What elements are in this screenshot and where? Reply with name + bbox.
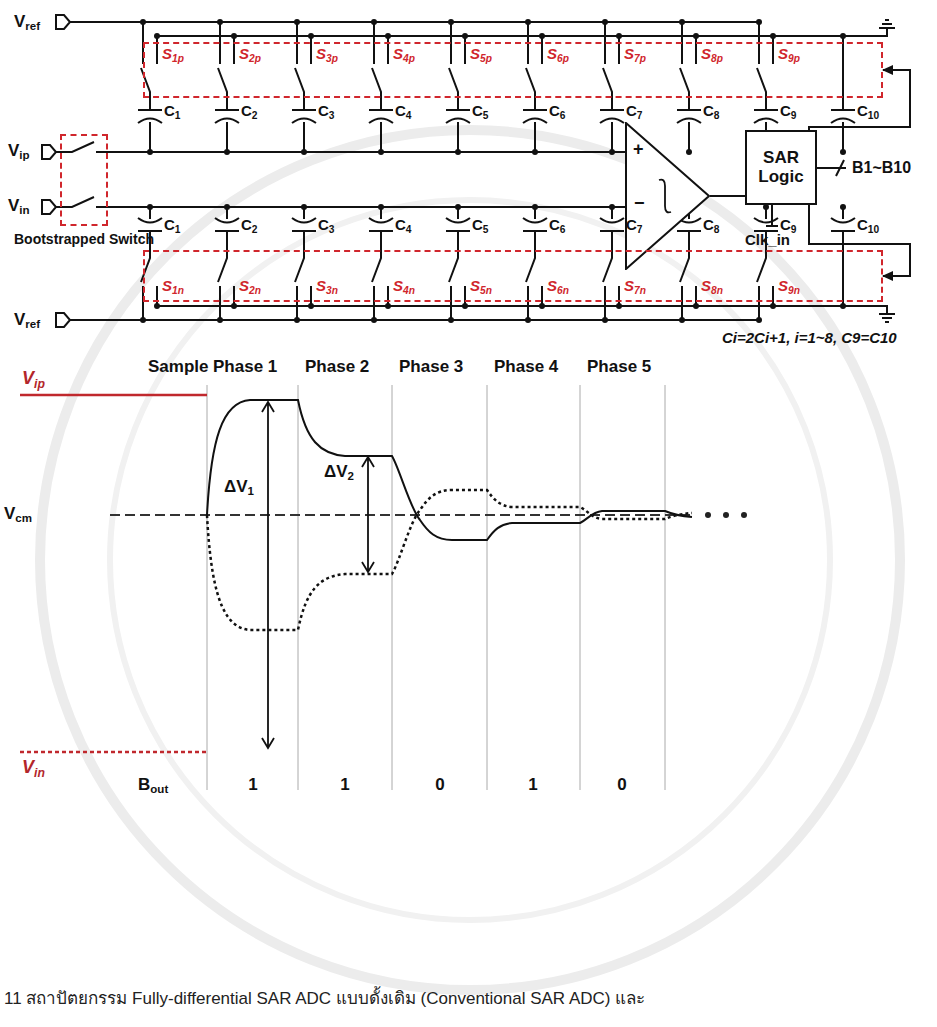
signal-wire xyxy=(108,151,625,153)
switch-label: S4n xyxy=(393,278,415,296)
signal-name: Vcm xyxy=(4,505,32,525)
phase-dividers xyxy=(207,385,665,790)
switch-label: S6p xyxy=(547,46,569,64)
bit-value: 0 xyxy=(435,776,444,795)
clock-input-label: Clk_in xyxy=(745,232,790,249)
voltage-difference: ΔV1 xyxy=(224,478,254,498)
switch-label: S7n xyxy=(624,278,646,296)
output-bit-label: Bout xyxy=(138,776,168,796)
switch-label: S2p xyxy=(239,46,261,64)
capacitor-switch-array xyxy=(138,19,855,323)
switch-label: S9n xyxy=(778,278,800,296)
switch-label: S4p xyxy=(393,46,415,64)
rails xyxy=(42,15,895,327)
capacitor-label: C1 xyxy=(164,103,181,121)
signal-name: Vref xyxy=(14,13,40,33)
waveform xyxy=(20,395,747,752)
signal-name: Vref xyxy=(14,311,40,331)
bit-value: 1 xyxy=(528,776,537,795)
capacitor-label: C8 xyxy=(703,103,720,121)
phase-label: Phase 1 xyxy=(213,358,277,377)
phase-label: Phase 3 xyxy=(399,358,463,377)
watermark-seal xyxy=(40,130,900,990)
signal-name: Vip xyxy=(8,142,30,162)
block-name: SAR Logic xyxy=(749,149,813,186)
signal-wire xyxy=(809,70,910,130)
switch-label: S1p xyxy=(162,46,184,64)
signal-name: Vin xyxy=(22,758,45,780)
bootstrapped-switch-box: Bootstrapped Switch xyxy=(60,134,108,226)
switch-label: S7p xyxy=(624,46,646,64)
capacitor-label: C5 xyxy=(472,103,489,121)
output-bus-label: B1~B10 xyxy=(852,159,911,177)
capacitor-label: C10 xyxy=(857,103,879,121)
sar-logic-box: SAR Logic xyxy=(745,130,817,205)
switch-label: S5p xyxy=(470,46,492,64)
signal-wire xyxy=(809,205,910,276)
switch-label: S8n xyxy=(701,278,723,296)
capacitor-label: C2 xyxy=(241,103,258,121)
watermark-seal xyxy=(110,200,830,920)
comparator: +− xyxy=(625,122,710,270)
switch-label: S8p xyxy=(701,46,723,64)
switch-label: S3p xyxy=(316,46,338,64)
bit-value: 0 xyxy=(617,776,626,795)
capacitor-label: C3 xyxy=(318,217,335,235)
capacitor-label: C6 xyxy=(549,103,566,121)
switch-label: S3n xyxy=(316,278,338,296)
bit-value: 1 xyxy=(340,776,349,795)
input-polarity: + xyxy=(633,140,644,160)
capacitor-label: C7 xyxy=(626,217,643,235)
phase-label: Phase 4 xyxy=(494,358,558,377)
voltage-difference: ΔV2 xyxy=(324,463,354,483)
figure-caption: 11 สถาปัตยกรรม Fully-differential SAR AD… xyxy=(4,990,645,1009)
phase-label: Sample xyxy=(148,358,208,377)
capacitor-ratio-note: Ci=2Ci+1, i=1~8, C9=C10 xyxy=(722,330,897,347)
switch-label: S1n xyxy=(162,278,184,296)
switch-label: S2n xyxy=(239,278,261,296)
capacitor-label: C2 xyxy=(241,217,258,235)
capacitor-label: C6 xyxy=(549,217,566,235)
phase-label: Phase 2 xyxy=(305,358,369,377)
capacitor-label: C4 xyxy=(395,217,412,235)
switch-label: S5n xyxy=(470,278,492,296)
capacitor-label: C5 xyxy=(472,217,489,235)
input-polarity: − xyxy=(634,194,645,214)
switch-array-box: S1n S2n S3n S4n S5n S6n S7n S8n S9n xyxy=(143,250,883,302)
capacitor-label: C4 xyxy=(395,103,412,121)
switch-label: S9p xyxy=(778,46,800,64)
capacitor-label: C10 xyxy=(857,217,879,235)
signal-wire xyxy=(710,195,745,197)
signal-name: Vin xyxy=(8,197,30,217)
signal-name: Vip xyxy=(22,369,45,391)
switch-array-box: S1p S2p S3p S4p S5p S6p S7p S8p S9p xyxy=(143,42,883,98)
signal-wire xyxy=(108,206,625,208)
capacitor-label: C1 xyxy=(164,217,181,235)
capacitor-label: C9 xyxy=(780,103,797,121)
block-caption: Bootstrapped Switch xyxy=(14,232,154,247)
capacitor-label: C8 xyxy=(703,217,720,235)
phase-label: Phase 5 xyxy=(587,358,651,377)
bit-value: 1 xyxy=(248,776,257,795)
capacitor-label: C7 xyxy=(626,103,643,121)
switch-label: S6n xyxy=(547,278,569,296)
capacitor-label: C3 xyxy=(318,103,335,121)
